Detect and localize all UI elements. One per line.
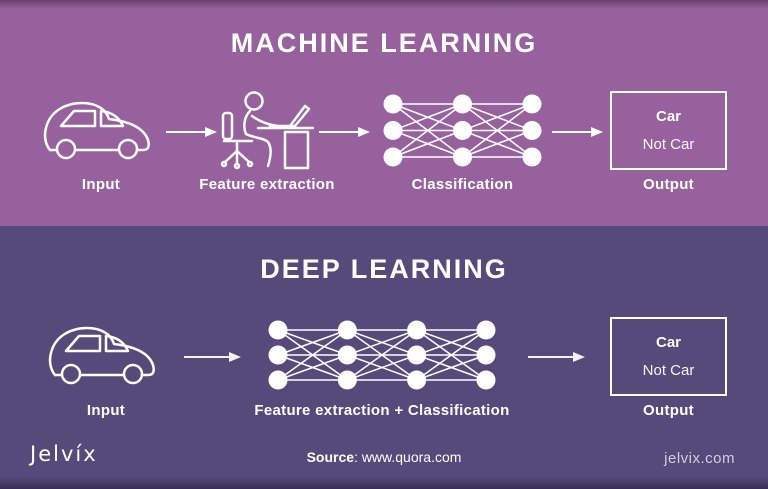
ml-classification-label: Classification [411, 176, 514, 193]
jelvix-logo: Jelvíx [30, 442, 98, 466]
ml-output-box: Car Not Car [610, 91, 727, 170]
arrow-right-icon [527, 350, 585, 364]
source-attribution: Source: www.quora.com [0, 449, 768, 465]
output-option-not-car: Not Car [642, 136, 695, 153]
output-option-car: Car [655, 334, 681, 351]
dl-output-box: Car Not Car [610, 317, 727, 396]
ml-input-label: Input [81, 176, 121, 193]
top-vignette [0, 0, 768, 9]
neural-network-icon [381, 92, 544, 169]
output-option-car: Car [655, 108, 681, 125]
car-icon [45, 323, 167, 385]
arrow-right-icon [318, 125, 370, 139]
jelvix-website-text: jelvix.com [664, 450, 735, 467]
dl-feature-classification-label: Feature extraction + Classification [254, 402, 510, 419]
ml-title: MACHINE LEARNING [230, 28, 538, 58]
source-label: Source [306, 449, 355, 465]
neural-network-icon [266, 318, 498, 392]
arrow-right-icon [165, 125, 217, 139]
machine-learning-section: MACHINE LEARNING Input [0, 0, 768, 226]
source-url: : www.quora.com [354, 449, 462, 465]
person-at-desk-icon [220, 86, 314, 172]
arrow-right-icon [183, 350, 241, 364]
deep-learning-section: DEEP LEARNING Input Feature extraction +… [0, 226, 768, 489]
ml-output-label: Output [643, 176, 694, 193]
dl-output-label: Output [643, 402, 694, 419]
dl-input-label: Input [86, 402, 126, 419]
bottom-vignette [0, 477, 768, 489]
output-option-not-car: Not Car [642, 362, 695, 379]
arrow-right-icon [551, 125, 603, 139]
ml-feature-extraction-label: Feature extraction [199, 176, 335, 193]
car-icon [40, 98, 162, 160]
dl-title: DEEP LEARNING [260, 254, 508, 284]
